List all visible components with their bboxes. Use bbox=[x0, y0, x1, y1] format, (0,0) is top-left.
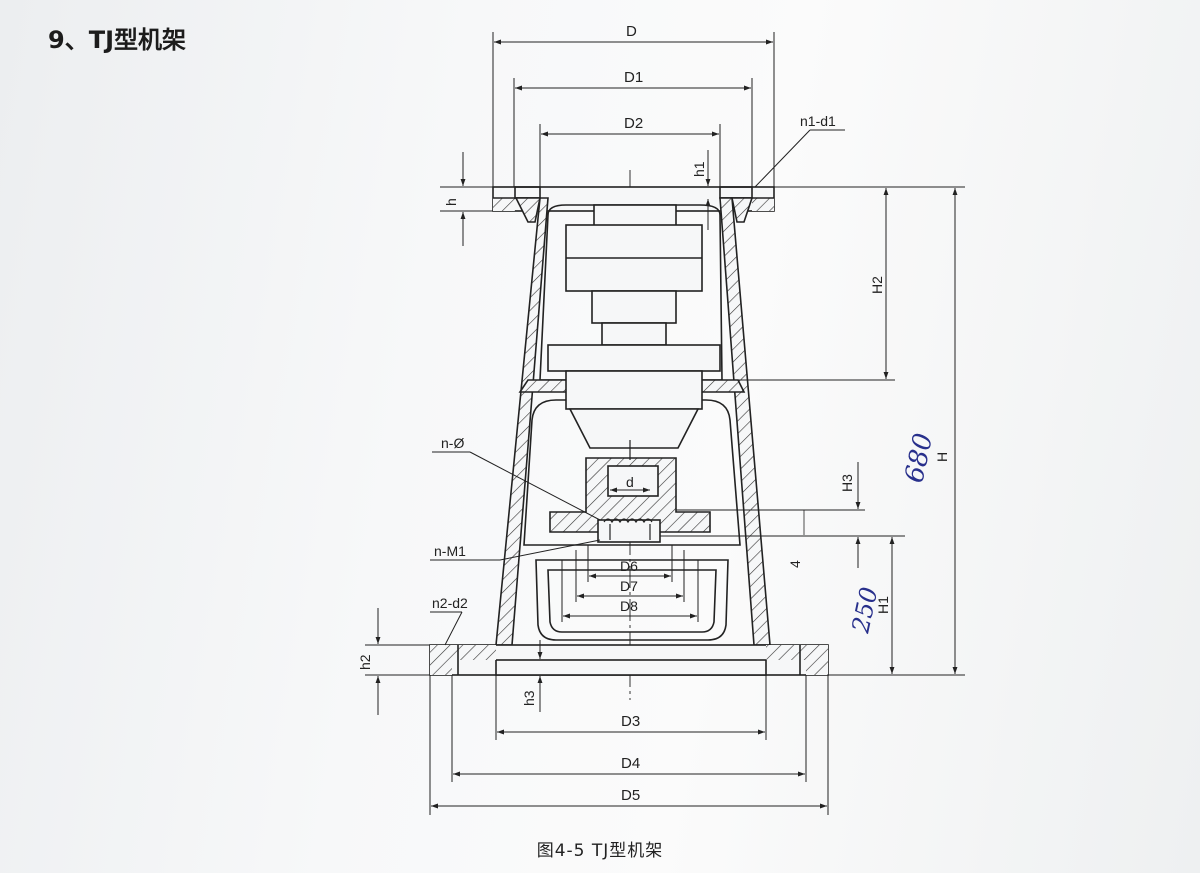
handwritten-250: 250 bbox=[846, 585, 883, 637]
figure-caption: 图4-5 TJ型机架 bbox=[536, 841, 664, 861]
label-D3: D3 bbox=[621, 713, 640, 730]
bottom-flange bbox=[429, 644, 829, 676]
dimension-lines bbox=[365, 32, 965, 815]
label-n1-d1: n1-d1 bbox=[800, 113, 836, 129]
label-D1: D1 bbox=[624, 69, 643, 86]
label-n2-d2: n2-d2 bbox=[432, 595, 468, 611]
page-heading: 9、TJ型机架 bbox=[48, 26, 186, 54]
reducer-motor bbox=[547, 204, 721, 449]
label-h3: h3 bbox=[521, 690, 537, 706]
label-h1: h1 bbox=[691, 161, 707, 177]
label-h2: h2 bbox=[357, 654, 373, 670]
handwritten-notes: 680 250 bbox=[846, 431, 939, 637]
label-h: h bbox=[443, 198, 459, 206]
label-4: 4 bbox=[787, 560, 803, 568]
label-H: H bbox=[934, 452, 950, 462]
coupling-hub bbox=[549, 440, 711, 543]
label-H3: H3 bbox=[839, 474, 855, 492]
label-H1: H1 bbox=[875, 596, 891, 614]
label-D2: D2 bbox=[624, 115, 643, 132]
label-D7: D7 bbox=[620, 578, 638, 594]
label-D4: D4 bbox=[621, 755, 640, 772]
label-n-M1: n-M1 bbox=[434, 543, 466, 559]
label-D: D bbox=[626, 23, 637, 40]
label-n-phi: n-Ø bbox=[441, 435, 464, 451]
label-D8: D8 bbox=[620, 598, 638, 614]
label-D6: D6 bbox=[620, 558, 638, 574]
label-H2: H2 bbox=[869, 276, 885, 294]
label-D5: D5 bbox=[621, 787, 640, 804]
handwritten-680: 680 bbox=[900, 431, 940, 486]
dimension-labels: D D1 D2 n1-d1 h1 h H2 H H3 4 H1 d D6 D7 … bbox=[357, 23, 950, 804]
label-d: d bbox=[626, 474, 634, 490]
